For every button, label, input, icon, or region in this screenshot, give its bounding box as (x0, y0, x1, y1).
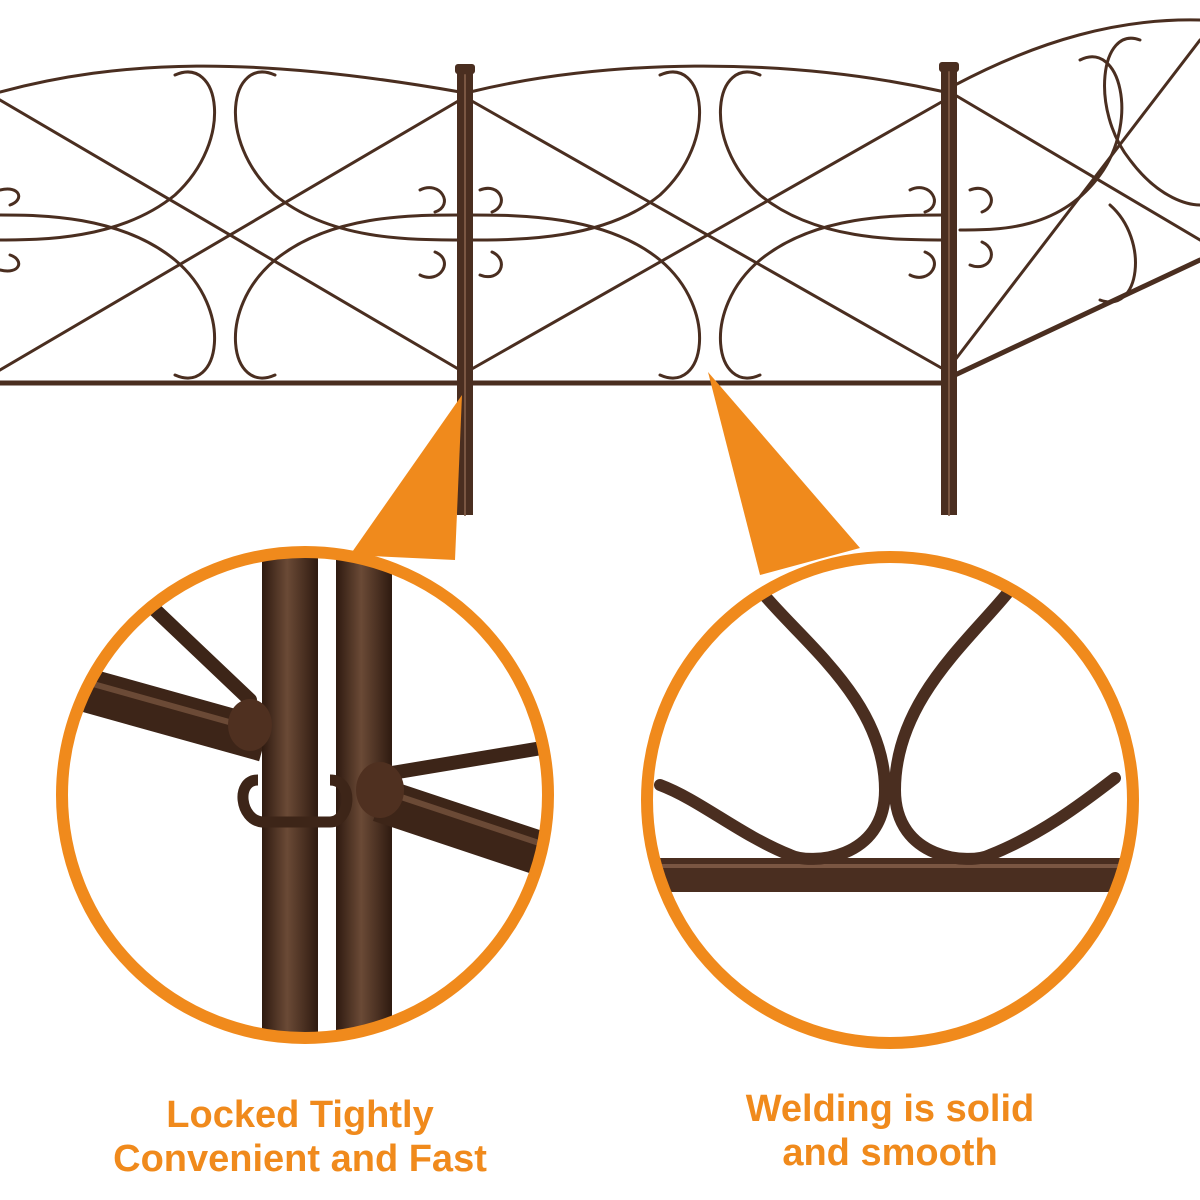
zoom-circle-weld (641, 551, 1139, 1049)
caption-line: Locked Tightly (166, 1094, 434, 1136)
callout-pointer-right (708, 372, 860, 575)
fence-post-2 (939, 62, 959, 516)
caption-welding: Welding is solid and smooth (640, 1087, 1140, 1175)
caption-line: Welding is solid (745, 1088, 1035, 1130)
fence-panel-left (0, 64, 463, 386)
fence-panel-right (952, 18, 1200, 378)
callout-pointer-left (350, 395, 462, 560)
fence-panels (0, 18, 1200, 516)
zoom-circle-lock (56, 546, 554, 1044)
caption-line: Convenient and Fast (113, 1138, 487, 1180)
caption-locked-tightly: Locked Tightly Convenient and Fast (60, 1093, 540, 1181)
caption-line: and smooth (782, 1132, 998, 1174)
fence-panel-middle (467, 64, 948, 386)
